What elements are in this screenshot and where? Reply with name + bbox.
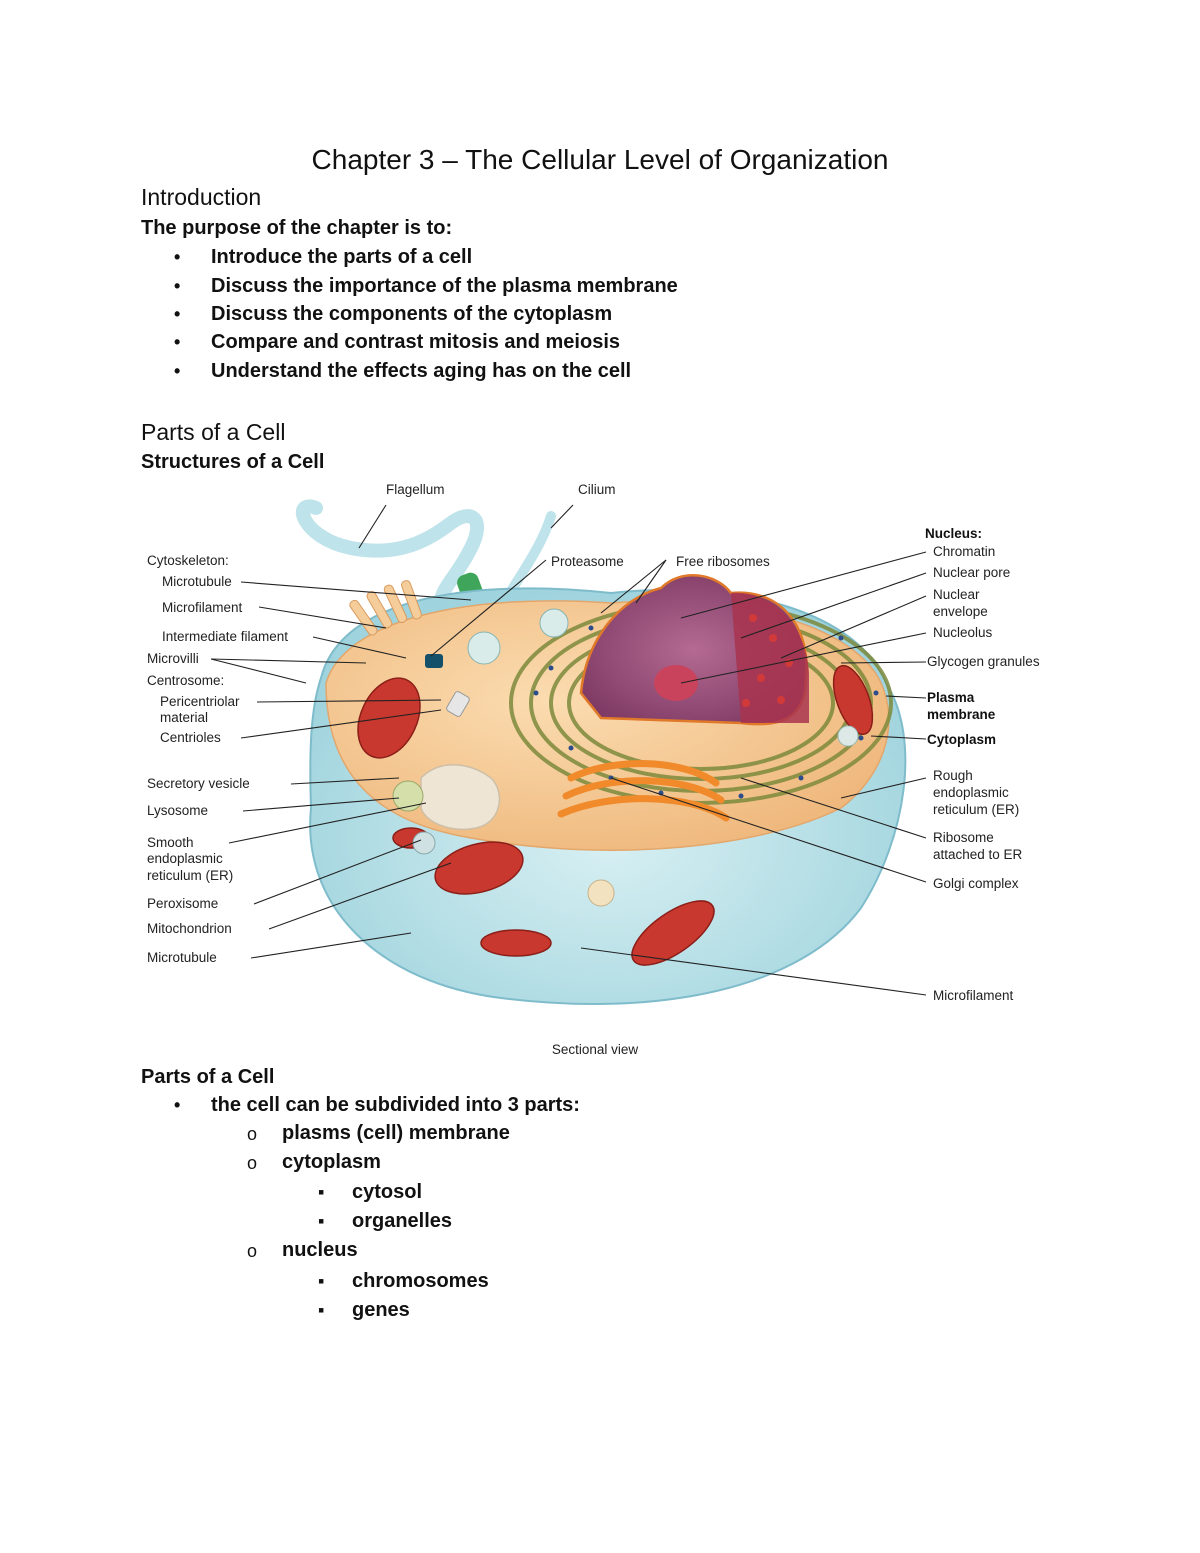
sub-bullet-icon: o: [247, 1124, 258, 1144]
parts-item: nucleus: [282, 1239, 358, 1261]
bullet-icon: •: [174, 1095, 181, 1115]
label-microtubule-bottom: Microtubule: [147, 950, 217, 965]
vesicle-shape: [539, 608, 569, 638]
label-golgi-complex: Golgi complex: [933, 876, 1019, 891]
vesicle-shape: [587, 879, 615, 907]
label-nucleolus: Nucleolus: [933, 625, 993, 640]
intro-bullet: Understand the effects aging has on the …: [211, 360, 632, 382]
bullet-icon: •: [174, 276, 181, 296]
cytoplasm-item: organelles: [352, 1210, 453, 1232]
label-centrosome: Centrosome:: [147, 673, 224, 688]
label-lysosome: Lysosome: [147, 803, 208, 818]
intro-lead: The purpose of the chapter is to:: [141, 217, 453, 239]
figure-caption: Sectional view: [552, 1042, 639, 1057]
label-proteasome: Proteasome: [551, 554, 624, 569]
leader-lines: [210, 504, 927, 996]
label-microtubule-top: Microtubule: [162, 574, 232, 589]
label-peroxisome: Peroxisome: [147, 896, 218, 911]
label-nucleus: Nucleus:: [925, 526, 982, 541]
label-nuclear-envelope-1: Nuclear: [933, 587, 980, 602]
nucleus-item: chromosomes: [352, 1270, 489, 1292]
label-flagellum: Flagellum: [386, 482, 445, 497]
label-cytoskeleton: Cytoskeleton:: [147, 553, 229, 568]
label-smooth-er-3: reticulum (ER): [147, 868, 233, 883]
bullet-icon: •: [174, 332, 181, 352]
label-glycogen-granules: Glycogen granules: [927, 654, 1040, 669]
label-cytoplasm: Cytoplasm: [927, 732, 996, 747]
intro-bullet: Compare and contrast mitosis and meiosis: [211, 331, 620, 353]
bullet-icon: •: [174, 247, 181, 267]
bullet-icon: •: [174, 304, 181, 324]
label-smooth-er-2: endoplasmic: [147, 851, 223, 866]
intro-bullet: Discuss the components of the cytoplasm: [211, 303, 613, 325]
golgi-shape: [557, 760, 730, 822]
mitochondria-shape: [357, 664, 874, 966]
label-secretory-vesicle: Secretory vesicle: [147, 776, 250, 791]
label-free-ribosomes: Free ribosomes: [676, 554, 770, 569]
label-rough-er-1: Rough: [933, 768, 973, 783]
intro-bullet: Discuss the importance of the plasma mem…: [211, 275, 678, 297]
microvilli-shape: [349, 580, 422, 636]
label-ribosome-er-1: Ribosome: [933, 830, 994, 845]
square-bullet-icon: ▪: [318, 1182, 325, 1202]
smooth-er-shape: [420, 764, 501, 830]
peroxisome-shape: [412, 831, 436, 855]
square-bullet-icon: ▪: [318, 1211, 325, 1231]
bullet-icon: •: [174, 361, 181, 381]
label-pericentriolar-1: Pericentriolar: [160, 694, 240, 709]
label-intermediate-filament: Intermediate filament: [162, 629, 288, 644]
parts-bullet: the cell can be subdivided into 3 parts:: [211, 1094, 580, 1116]
structures-heading: Structures of a Cell: [141, 451, 325, 473]
vesicle-shape: [837, 725, 859, 747]
label-microfilament-bottom: Microfilament: [933, 988, 1014, 1003]
intro-bullet: Introduce the parts of a cell: [211, 246, 473, 268]
label-pericentriolar-2: material: [160, 710, 208, 725]
label-microfilament-top: Microfilament: [162, 600, 243, 615]
label-centrioles: Centrioles: [160, 730, 221, 745]
label-microvilli: Microvilli: [147, 651, 199, 666]
label-chromatin: Chromatin: [933, 544, 995, 559]
nuclear-envelope-shape: [731, 592, 809, 723]
parts-heading: Parts of a Cell: [141, 419, 286, 445]
label-nuclear-pore: Nuclear pore: [933, 565, 1010, 580]
label-plasma-membrane-1: Plasma: [927, 690, 975, 705]
label-plasma-membrane-2: membrane: [927, 707, 996, 722]
cell-diagram: Flagellum Cilium Proteasome Free ribosom…: [147, 482, 1040, 1057]
proteasome-shape: [425, 654, 443, 668]
label-mitochondrion: Mitochondrion: [147, 921, 232, 936]
label-rough-er-2: endoplasmic: [933, 785, 1009, 800]
square-bullet-icon: ▪: [318, 1271, 325, 1291]
label-rough-er-3: reticulum (ER): [933, 802, 1019, 817]
page-title: Chapter 3 – The Cellular Level of Organi…: [311, 144, 889, 175]
cytoplasm-item: cytosol: [352, 1181, 423, 1203]
parts-item: plasms (cell) membrane: [282, 1122, 510, 1144]
label-smooth-er-1: Smooth: [147, 835, 194, 850]
square-bullet-icon: ▪: [318, 1300, 325, 1320]
nucleus-item: genes: [352, 1299, 410, 1321]
lysosome-shape: [392, 780, 424, 812]
vesicle-shape: [467, 631, 501, 665]
label-cilium: Cilium: [578, 482, 616, 497]
intro-heading: Introduction: [141, 184, 262, 210]
sub-bullet-icon: o: [247, 1241, 258, 1261]
sub-bullet-icon: o: [247, 1153, 258, 1173]
nucleolus-shape: [654, 665, 698, 701]
label-nuclear-envelope-2: envelope: [933, 604, 988, 619]
parts-subheading: Parts of a Cell: [141, 1066, 275, 1088]
flagellum-shape: [295, 499, 484, 610]
parts-item: cytoplasm: [282, 1151, 381, 1173]
centrioles-shape: [446, 691, 470, 717]
label-ribosome-er-2: attached to ER: [933, 847, 1023, 862]
